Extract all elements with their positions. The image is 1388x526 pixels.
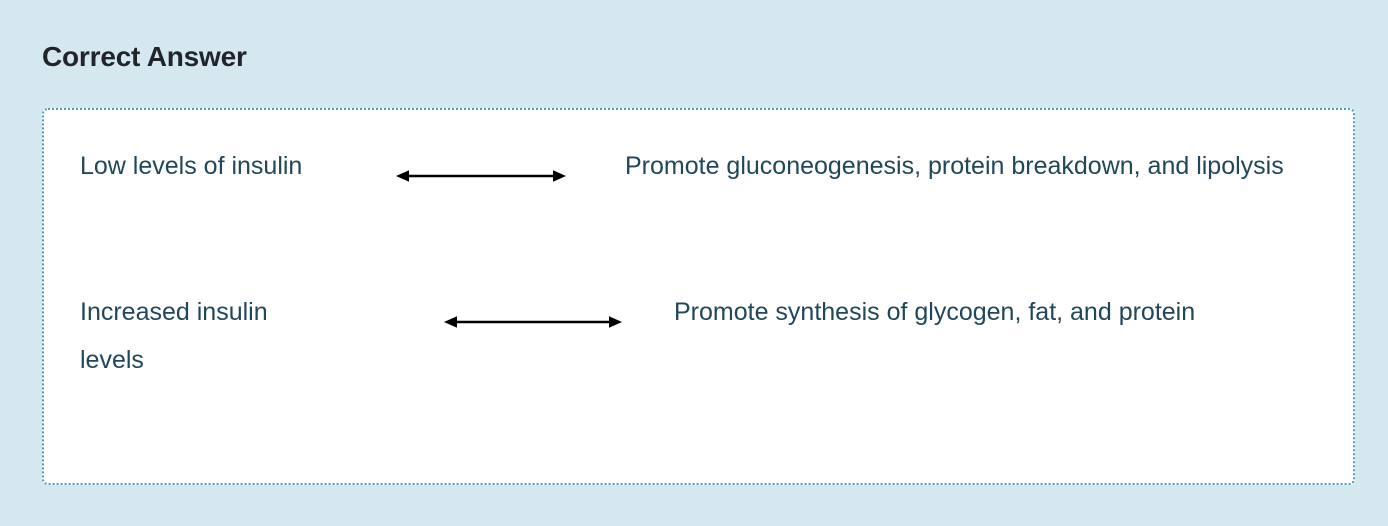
double-arrow-icon (444, 312, 622, 332)
page-title: Correct Answer (42, 41, 247, 72)
pair-definition-label: Promote synthesis of glycogen, fat, and … (674, 298, 1196, 326)
pair-term-label: Increased insulin levels (80, 298, 268, 374)
answer-card: Low levels of insulin Promote gluconeoge… (42, 108, 1355, 485)
pair-term-label: Low levels of insulin (80, 152, 303, 180)
matching-pairs-list: Low levels of insulin Promote gluconeoge… (44, 110, 1353, 483)
double-arrow-icon (396, 166, 566, 186)
pair-definition-label: Promote gluconeogenesis, protein breakdo… (625, 152, 1284, 180)
